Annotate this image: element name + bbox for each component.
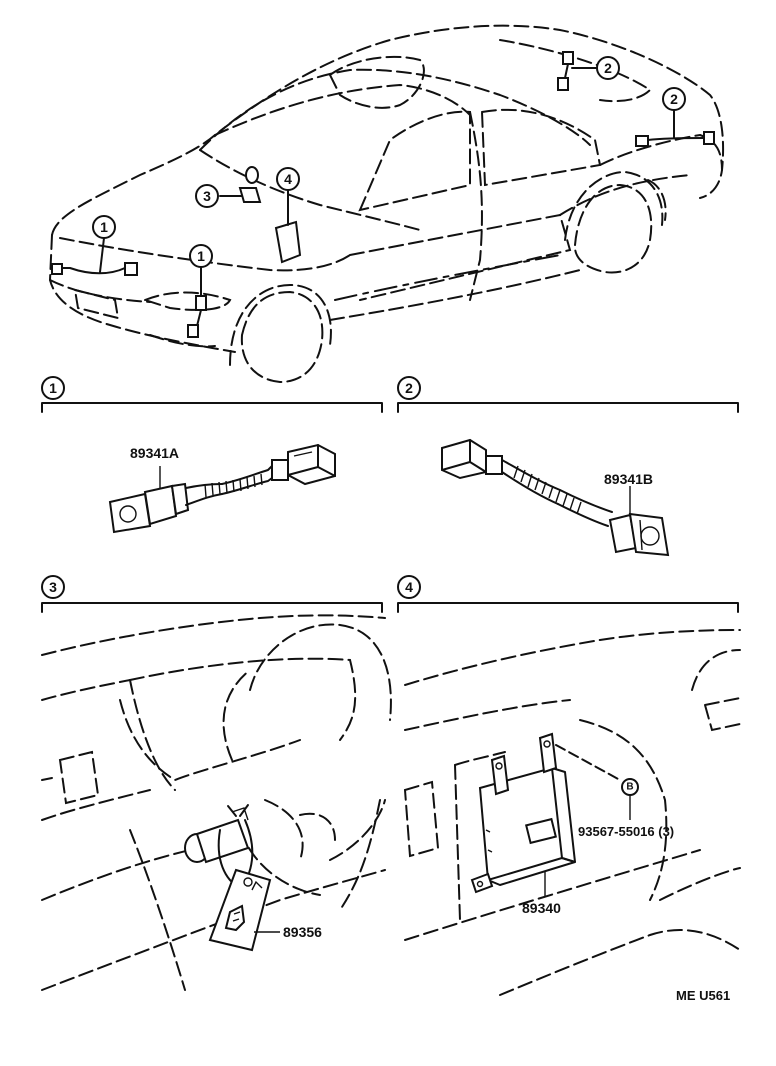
callout-label: 2 — [604, 60, 612, 76]
callout-3-car: 3 — [195, 184, 219, 208]
section-number: 1 — [49, 380, 57, 396]
ultrasonic-sensor-89341b — [441, 438, 670, 557]
part-number-89341b: 89341B — [604, 471, 653, 487]
part-number-89341a: 89341A — [130, 445, 179, 461]
part-number-89356: 89356 — [283, 924, 322, 940]
section-2: 2 89341B — [397, 376, 739, 557]
callout-2-rear-right: 2 — [662, 87, 686, 111]
part-number-89340: 89340 — [522, 900, 561, 916]
ultrasonic-sensor-89341a — [108, 443, 336, 534]
callout-4-car: 4 — [276, 167, 300, 191]
section-number: 2 — [405, 380, 413, 396]
bolt-symbol: B — [621, 778, 639, 796]
callout-label: 1 — [197, 248, 205, 264]
section-number: 3 — [49, 579, 57, 595]
section-3: 3 — [41, 575, 392, 991]
callout-label: 1 — [100, 219, 108, 235]
callout-label: 2 — [670, 91, 678, 107]
car-overview — [48, 24, 725, 384]
bolt-label: B — [626, 782, 633, 793]
callout-1-front-right: 1 — [189, 244, 213, 268]
callout-2-rear-top: 2 — [596, 56, 620, 80]
section-1: 1 89341A — [41, 376, 383, 534]
diagram-reference-code: ME U561 — [676, 988, 730, 1003]
part-number-bolt: 93567-55016 (3) — [578, 824, 674, 839]
callout-1-front-left: 1 — [92, 215, 116, 239]
airbag-ecu-89340 — [470, 732, 576, 894]
callout-label: 4 — [284, 171, 292, 187]
section-4: 4 B — [397, 575, 741, 996]
section-number: 4 — [405, 579, 413, 595]
callout-label: 3 — [203, 188, 211, 204]
tilt-sensor-89356 — [184, 804, 272, 952]
